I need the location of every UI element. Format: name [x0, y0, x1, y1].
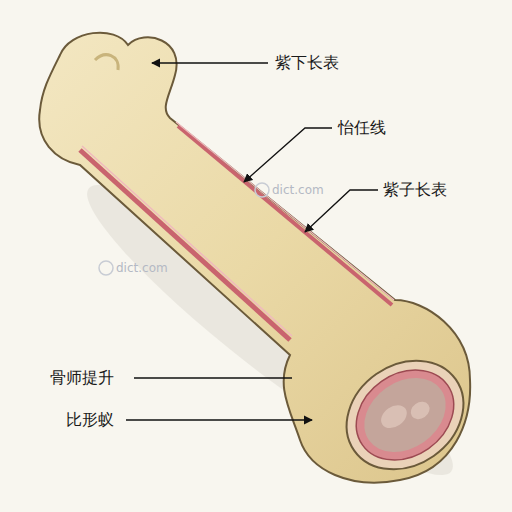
part-label: 紫子长表	[383, 180, 447, 200]
watermark: dict.com	[272, 183, 324, 197]
part-label: 比形蚁	[66, 410, 114, 430]
part-label: 怡任线	[338, 118, 386, 138]
watermark: dict.com	[116, 261, 168, 275]
part-label: 骨师提升	[50, 368, 114, 388]
part-label: 紫下长表	[275, 53, 339, 73]
